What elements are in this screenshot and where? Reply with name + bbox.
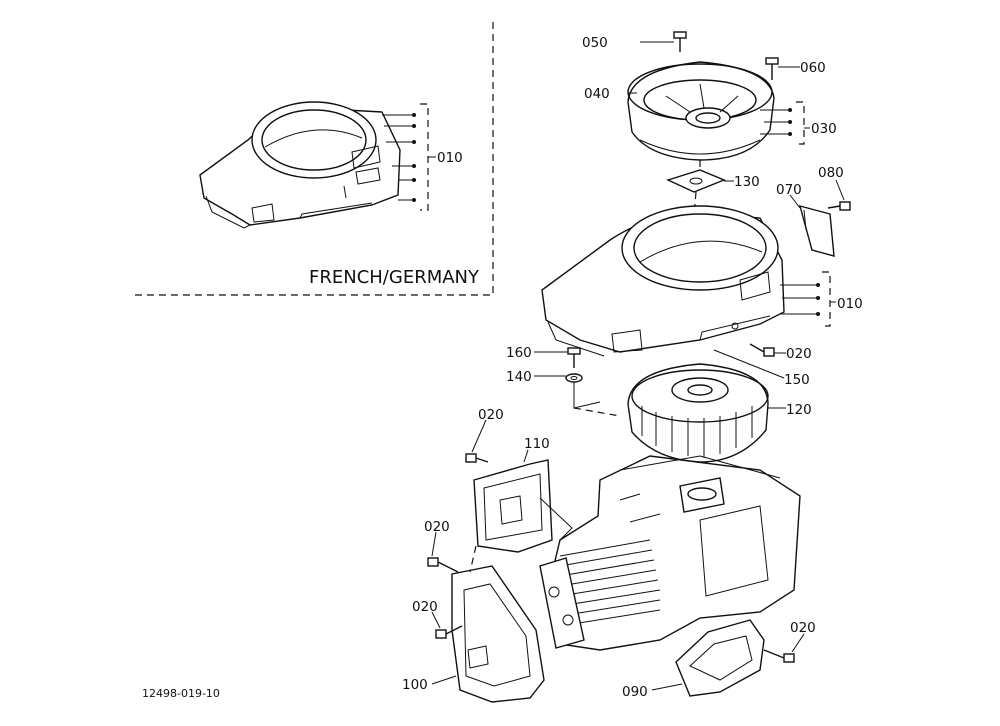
label-020-shroud: 020	[786, 346, 812, 362]
leader-020-lower-right	[791, 633, 805, 653]
leader-020-mid-left	[431, 531, 437, 557]
leader-110-link	[539, 497, 573, 541]
washer-140	[565, 373, 583, 383]
leader-150	[713, 349, 785, 379]
label-080: 080	[818, 165, 844, 181]
bolt-020-lower-left	[435, 625, 463, 639]
inset-blower-housing	[199, 101, 401, 229]
label-020-upper-left: 020	[478, 407, 504, 423]
screw-050	[673, 31, 687, 52]
label-110: 110	[524, 436, 550, 452]
bolt-020-upper-left	[465, 453, 489, 463]
flywheel-120	[627, 363, 769, 463]
label-130: 130	[734, 174, 760, 190]
leader-020-lower-left	[431, 611, 441, 629]
label-120: 120	[786, 402, 812, 418]
leader-110	[523, 449, 529, 463]
blower-housing-010	[541, 205, 785, 357]
label-060: 060	[800, 60, 826, 76]
cylinder-baffle-110	[473, 459, 553, 553]
bolt-020-lower-right	[763, 649, 795, 663]
cylinder-baffle-100	[451, 565, 545, 703]
label-070: 070	[776, 182, 802, 198]
label-010-inset: 010	[437, 150, 463, 166]
label-020-lower-left: 020	[412, 599, 438, 615]
leader-030	[760, 101, 810, 145]
bolt-160	[567, 347, 581, 368]
lower-baffle-090	[675, 619, 765, 697]
leader-070	[789, 194, 801, 209]
inset-leader-010	[382, 103, 436, 211]
bracket-070	[799, 205, 835, 257]
label-160: 160	[506, 345, 532, 361]
leader-020-upper-left	[471, 419, 487, 453]
label-020-lower-right: 020	[790, 620, 816, 636]
bolt-080	[827, 201, 851, 211]
plate-130	[666, 169, 726, 193]
label-010-main: 010	[837, 296, 863, 312]
inset-frame	[134, 22, 494, 296]
leader-100	[431, 675, 457, 685]
leader-160-140-link	[573, 382, 601, 409]
leader-010-main	[780, 271, 836, 327]
screw-060	[765, 57, 779, 80]
label-150: 150	[784, 372, 810, 388]
guide-140	[573, 407, 621, 417]
engine-crankcase	[539, 455, 801, 651]
label-090: 090	[622, 684, 648, 700]
bolt-020-shroud	[749, 343, 775, 357]
label-100: 100	[402, 677, 428, 693]
guide-baffles	[469, 545, 477, 573]
label-030: 030	[811, 121, 837, 137]
leader-080	[835, 179, 845, 201]
label-020-mid-left: 020	[424, 519, 450, 535]
rotating-screen-cup-040	[627, 61, 775, 161]
bolt-020-mid-left	[427, 557, 459, 573]
leader-090	[651, 683, 683, 691]
label-050: 050	[582, 35, 608, 51]
label-140: 140	[506, 369, 532, 385]
drawing-number: 12498-019-10	[142, 687, 220, 700]
region-label: FRENCH/GERMANY	[309, 267, 480, 288]
label-040: 040	[584, 86, 610, 102]
